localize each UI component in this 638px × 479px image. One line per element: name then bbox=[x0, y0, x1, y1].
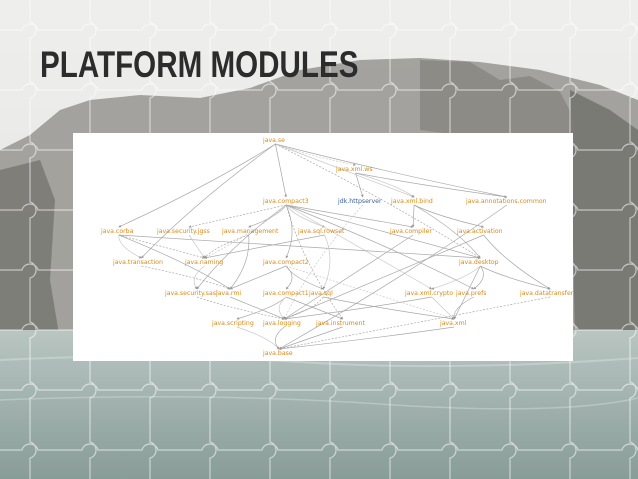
module-dependency-graph: java.se java.xml.ws java.compact3 jdk.https… bbox=[100, 137, 573, 357]
dependency-edge-java-compact3-to-java-prefs bbox=[285, 204, 475, 290]
module-node-java-xml-bind: java.xml.bind bbox=[390, 198, 433, 205]
module-node-java-annotations-common: java.annotations.common bbox=[465, 198, 547, 205]
dependency-edge-java-compact3-to-java-security-jgss bbox=[188, 204, 287, 228]
module-node-java-sql: java.sql bbox=[308, 290, 333, 297]
module-node-java-corba: java.corba bbox=[100, 228, 134, 235]
dependency-edge-java-compact3-to-java-compact2 bbox=[285, 204, 293, 259]
dependency-edge-java-management-to-java-rmi bbox=[229, 234, 250, 290]
module-node-java-logging: java.logging bbox=[262, 320, 301, 327]
module-node-java-instrument: java.instrument bbox=[315, 320, 365, 327]
dependency-edge-java-rmi-to-java-logging bbox=[230, 296, 285, 320]
dependency-edge-java-xml-bind-to-java-activation bbox=[413, 204, 485, 228]
dependency-edge-java-compact1-to-java-scripting bbox=[236, 296, 287, 320]
dependency-edge-java-corba-to-java-transaction bbox=[118, 234, 142, 259]
dependency-edge-java-se-to-java-corba bbox=[118, 143, 276, 228]
dependency-edge-java-compact1-to-java-logging bbox=[278, 296, 287, 320]
module-node-java-scripting: java.scripting bbox=[211, 320, 254, 327]
dependency-edge-java-activation-to-java-datatransfer bbox=[483, 234, 551, 290]
module-node-java-activation: java.activation bbox=[456, 228, 503, 235]
dependency-edge-java-scripting-to-java-base bbox=[236, 326, 280, 350]
dependency-edge-java-logging-to-java-base bbox=[274, 326, 285, 350]
dependency-edge-java-compact3-to-java-security-sasl bbox=[196, 204, 287, 290]
module-node-java-sql-rowset: java.sql.rowset bbox=[297, 228, 345, 235]
dependency-edge-java-compact2-to-java-xml bbox=[285, 265, 455, 320]
dependency-edge-java-management-to-java-naming bbox=[204, 234, 249, 259]
dependency-edge-java-se-to-java-transaction bbox=[141, 143, 276, 259]
dependency-edge-java-compact3-to-java-instrument bbox=[285, 204, 343, 320]
dependency-edge-java-naming-to-java-security-sasl bbox=[193, 265, 205, 290]
dependency-edge-java-se-to-java-compact3 bbox=[275, 143, 287, 198]
dependency-edge-java-sql-to-java-logging bbox=[283, 296, 324, 320]
module-node-jdk-httpserver: jdk.httpserver bbox=[337, 198, 382, 205]
dependency-edge-java-se-to-java-xml-bind bbox=[275, 143, 415, 198]
dependency-edge-java-prefs-to-java-xml bbox=[452, 296, 474, 320]
dependency-edge-java-corba-to-java-rmi bbox=[118, 234, 231, 290]
dependency-edge-java-compact3-to-java-sql-rowset bbox=[285, 204, 326, 228]
dependency-edge-java-desktop-to-java-xml-crypto bbox=[431, 265, 481, 290]
dependency-edge-java-instrument-to-java-base bbox=[278, 326, 343, 350]
dependency-edge-java-compact1-to-java-instrument bbox=[285, 296, 344, 320]
dependency-edge-java-xml-ws-to-jdk-httpserver bbox=[355, 172, 364, 198]
module-node-java-management: java.management bbox=[221, 228, 279, 235]
dependency-edge-java-compact3-to-java-xml-crypto bbox=[285, 204, 433, 290]
dependency-edge-java-desktop-to-java-xml bbox=[453, 265, 481, 320]
module-graph-panel: java.se java.xml.ws java.compact3 jdk.https… bbox=[73, 133, 573, 361]
dependency-edge-java-compact3-to-java-desktop bbox=[285, 204, 481, 259]
dependency-edge-java-compact2-to-java-compact1 bbox=[285, 265, 293, 290]
dependency-edge-java-compact2-to-java-sql bbox=[285, 265, 324, 290]
module-node-java-xml-ws: java.xml.ws bbox=[335, 166, 373, 173]
dependency-edge-java-xml-ws-to-java-annotations-common bbox=[355, 172, 508, 199]
dependency-edge-java-xml-bind-to-java-compiler bbox=[411, 204, 415, 228]
module-node-java-datatransfer: java.datatransfer bbox=[519, 290, 573, 297]
dependency-edge-java-sql-to-java-xml bbox=[323, 296, 455, 321]
module-node-java-compact3: java.compact3 bbox=[262, 198, 309, 205]
module-node-java-prefs: java.prefs bbox=[455, 290, 486, 297]
module-node-java-compact1: java.compact1 bbox=[262, 290, 309, 297]
module-node-java-compact2: java.compact2 bbox=[262, 259, 309, 266]
dependency-edge-java-compact3-to-java-management bbox=[248, 204, 287, 228]
module-node-java-xml: java.xml bbox=[439, 320, 467, 327]
dependency-edge-java-compact3-to-java-naming bbox=[204, 204, 287, 259]
dependency-edge-java-annotations-common-to-java-base bbox=[278, 204, 508, 350]
dependency-edge-java-se-to-java-desktop bbox=[275, 143, 481, 259]
dependency-edge-java-corba-to-java-desktop bbox=[118, 234, 481, 260]
module-node-java-compiler: java.compiler bbox=[389, 228, 432, 235]
dependency-edge-java-xml-crypto-to-java-xml bbox=[431, 296, 455, 320]
dependency-edge-java-compiler-to-java-logging bbox=[283, 234, 414, 320]
dependency-edge-java-compact3-to-java-compiler bbox=[286, 204, 414, 228]
module-node-java-xml-crypto: java.xml.crypto bbox=[404, 290, 453, 297]
dependency-edge-java-desktop-to-java-prefs bbox=[473, 265, 484, 290]
dependency-edge-java-security-jgss-to-java-naming bbox=[188, 234, 205, 259]
dependency-edge-java-desktop-to-java-datatransfer bbox=[480, 265, 551, 290]
module-node-java-rmi: java.rmi bbox=[215, 290, 241, 297]
module-node-java-security-jgss: java.security.jgss bbox=[156, 228, 210, 235]
module-node-java-desktop: java.desktop bbox=[458, 259, 499, 266]
dependency-edge-java-security-sasl-to-java-logging bbox=[196, 296, 285, 320]
dependency-edge-java-xml-ws-to-java-xml-bind bbox=[355, 172, 415, 198]
slide-title: PLATFORM MODULES bbox=[40, 44, 359, 85]
module-node-java-transaction: java.transaction bbox=[112, 259, 163, 266]
dependency-edge-java-xml-bind-to-java-desktop bbox=[413, 204, 481, 259]
dependency-edge-java-transaction-to-java-rmi bbox=[141, 265, 231, 290]
module-node-java-naming: java.naming bbox=[184, 259, 223, 266]
dependency-edge-java-xml-to-java-base bbox=[278, 326, 455, 351]
dependency-edge-java-se-to-java-xml-ws bbox=[275, 143, 356, 166]
dependency-edge-java-se-to-java-annotations-common bbox=[275, 143, 508, 198]
module-node-java-se: java.se bbox=[262, 137, 285, 144]
module-node-java-base: java.base bbox=[262, 350, 293, 357]
module-node-java-security-sasl: java.security.sasl bbox=[164, 290, 218, 297]
dependency-edge-java-sql-rowset-to-java-naming bbox=[204, 234, 325, 259]
dependency-edge-java-compact2-to-java-rmi bbox=[229, 265, 287, 290]
dependency-edge-java-sql-rowset-to-java-sql bbox=[322, 234, 331, 290]
dependency-edge-java-corba-to-java-naming bbox=[118, 234, 205, 259]
dependency-edge-java-datatransfer-to-java-base bbox=[278, 296, 551, 350]
dependency-edge-java-xml-crypto-to-java-logging bbox=[283, 296, 432, 321]
